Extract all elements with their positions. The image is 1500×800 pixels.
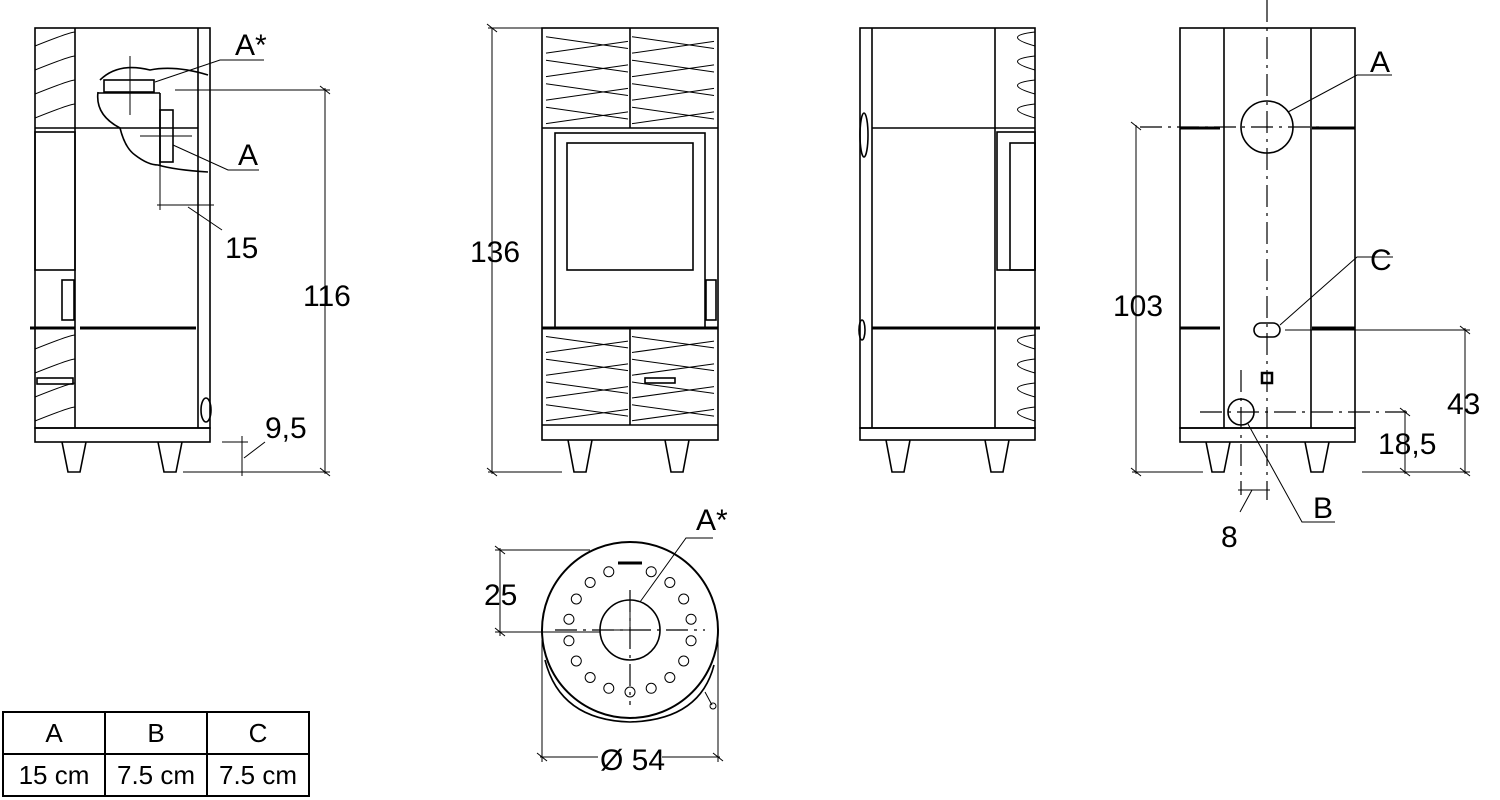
tile-curve (1017, 334, 1036, 350)
label-b: B (1313, 492, 1333, 525)
vent-hole (645, 566, 657, 578)
dim-43: 43 (1447, 388, 1480, 421)
dim-136: 136 (470, 236, 520, 269)
vent-hole (603, 566, 615, 578)
vent-hole (570, 655, 582, 667)
table-cell: 7.5 cm (206, 753, 310, 797)
vent-hole (685, 613, 697, 625)
label-a-star: A* (696, 504, 728, 537)
dim-103: 103 (1113, 290, 1163, 323)
tile-curve (34, 406, 76, 422)
table-header-row: A B C (2, 711, 310, 755)
dim-15: 15 (225, 232, 258, 265)
tile-zigzag (631, 106, 715, 125)
label-a-star: A* (235, 29, 267, 62)
vent-hole (570, 593, 582, 605)
tile-zigzag (545, 36, 629, 54)
tile-curve (34, 358, 76, 374)
front-view: 136 (470, 23, 719, 477)
side-view-right (858, 27, 1040, 473)
front-tiles (545, 36, 715, 422)
table-header: C (206, 711, 310, 755)
vent-hole (678, 655, 690, 667)
vent-hole (584, 671, 596, 683)
vent-hole (645, 682, 657, 694)
tile-zigzag (545, 59, 629, 78)
tile-zigzag (545, 336, 629, 353)
tile-zigzag (545, 83, 629, 101)
label-a: A (238, 139, 258, 172)
tile-curve (1017, 382, 1036, 398)
tile-curve (34, 79, 76, 95)
tile-zigzag (545, 358, 629, 376)
tile-zigzag (631, 404, 715, 422)
dim-diameter-54: Ø 54 (600, 744, 665, 777)
dim-8: 8 (1221, 521, 1238, 554)
vent-hole (563, 613, 575, 625)
dim-18-5: 18,5 (1378, 428, 1436, 461)
tile-curve (1017, 406, 1036, 422)
tile-zigzag (631, 381, 715, 399)
tile-curve (1017, 358, 1036, 374)
side-tiles (34, 31, 76, 422)
tile-curve (34, 55, 76, 71)
table-header: B (104, 711, 208, 755)
vent-hole (563, 635, 575, 647)
vent-hole (664, 577, 676, 589)
rear-view: A C B 103 43 18,5 8 (1113, 0, 1480, 554)
tile-curve (1017, 55, 1036, 71)
tile-curve (1017, 79, 1036, 95)
tile-curve (34, 31, 76, 47)
top-view: A* 25 Ø 54 (484, 504, 728, 777)
tile-zigzag (631, 83, 715, 101)
vent-holes (563, 566, 697, 698)
outlet-diameter-table: A B C 15 cm 7.5 cm 7.5 cm (2, 711, 310, 797)
vent-hole (584, 577, 596, 589)
tile-zigzag (631, 336, 715, 353)
outlet-c (1253, 322, 1281, 338)
tile-curve (1017, 31, 1036, 47)
tile-zigzag (545, 404, 629, 422)
tile-curve (1017, 103, 1036, 119)
table-cell: 15 cm (2, 753, 106, 797)
table-row: 15 cm 7.5 cm 7.5 cm (2, 753, 310, 797)
tile-zigzag (631, 358, 715, 376)
tile-zigzag (545, 106, 629, 125)
dim-9-5: 9,5 (265, 412, 307, 445)
vent-hole (664, 671, 676, 683)
tile-curve (34, 382, 76, 398)
vent-hole (624, 686, 636, 698)
label-a: A (1370, 46, 1390, 79)
tile-zigzag (631, 36, 715, 54)
side-view-left: A* A 15 116 9,5 (30, 27, 351, 477)
table-cell: 7.5 cm (104, 753, 208, 797)
dim-25: 25 (484, 579, 517, 612)
label-c: C (1370, 244, 1392, 277)
tile-zigzag (545, 381, 629, 399)
tile-curve (34, 103, 76, 119)
table-header: A (2, 711, 106, 755)
dim-116: 116 (303, 280, 351, 313)
tile-zigzag (631, 59, 715, 78)
vent-hole (678, 593, 690, 605)
vent-hole (603, 682, 615, 694)
side-tiles-right (1017, 31, 1036, 422)
tile-curve (34, 334, 76, 350)
vent-hole (685, 635, 697, 647)
